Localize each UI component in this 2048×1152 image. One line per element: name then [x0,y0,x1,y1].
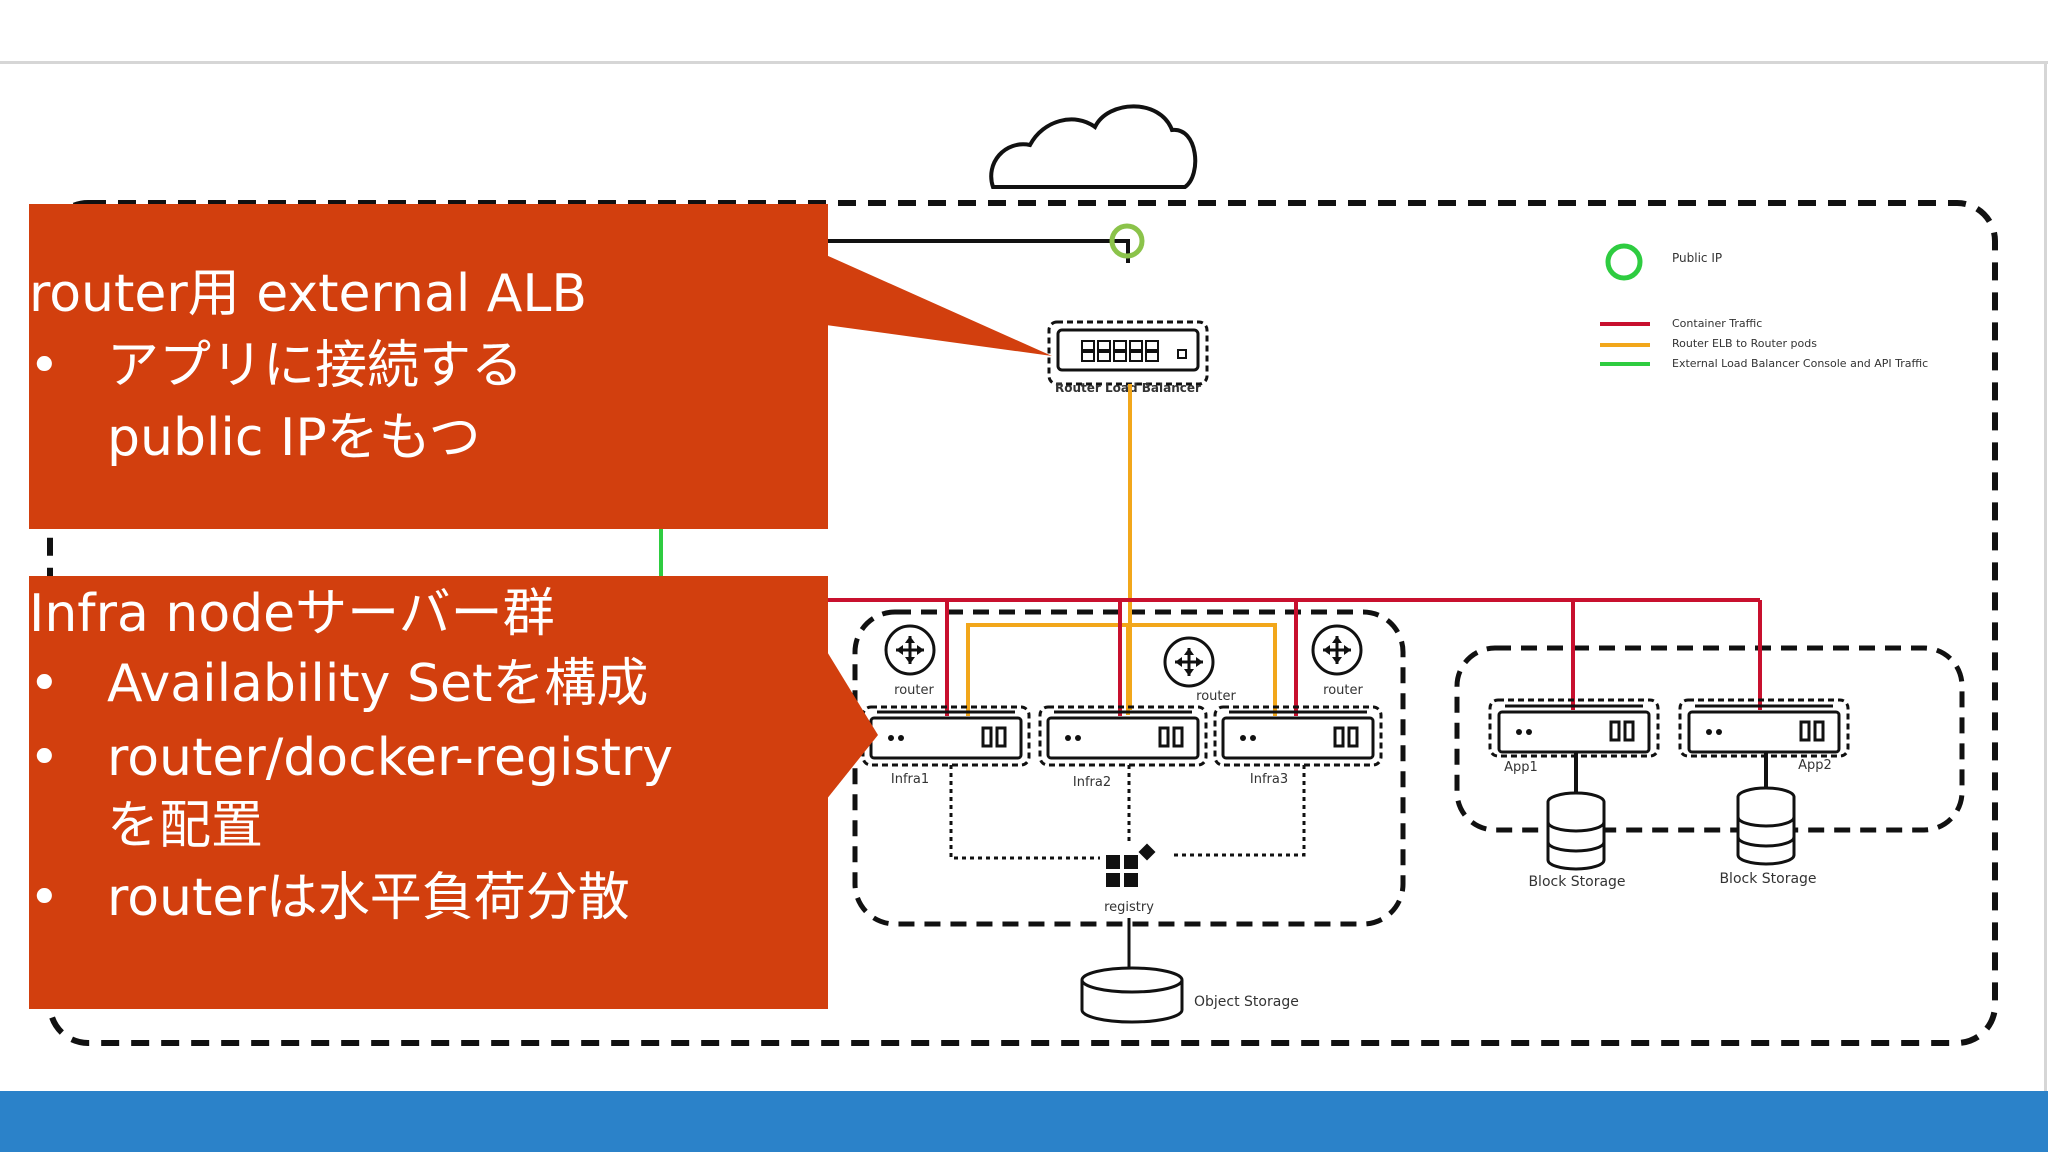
server-icon [1687,704,1841,754]
public-ip-marker [1109,223,1145,259]
infra-callout-title: Infra nodeサーバー群 [29,584,555,644]
registry-label: registry [1104,900,1154,915]
object-storage-icon [1080,966,1184,1024]
infra-callout-item: を配置 [107,796,264,856]
legend-public-ip: Public IP [1672,251,1722,265]
bullet: • [29,654,60,714]
bullet: • [29,728,60,788]
bullet: • [29,868,60,928]
app2-label: App2 [1798,758,1832,773]
router-icon [884,624,936,676]
infra3-label: Infra3 [1250,772,1288,787]
legend-item: Router ELB to Router pods [1672,337,1817,350]
bullet: • [29,336,60,396]
top-rule [0,61,2048,64]
footer-bar [0,1091,2048,1152]
app-boundary [1454,645,1965,833]
router-icon [1163,636,1215,688]
block-storage-icon [1546,791,1606,871]
object-storage-label: Object Storage [1194,994,1299,1010]
block-storage-icon [1736,786,1796,866]
registry-icon [1106,843,1156,887]
app1-label: App1 [1504,760,1538,775]
alb-callout: router用 external ALB • アプリに接続する public I… [29,204,828,529]
alb-callout-item: アプリに接続する [107,336,524,396]
router-label: router [1196,689,1236,704]
server-icon [869,710,1023,760]
legend-item: External Load Balancer Console and API T… [1672,357,1928,370]
infra-callout: Infra nodeサーバー群 • Availability Setを構成 • … [29,576,828,1009]
server-icon [1497,704,1651,754]
router-icon [1311,624,1363,676]
legend-item: Container Traffic [1672,317,1762,330]
block-storage-label: Block Storage [1528,874,1625,890]
router-label: router [894,683,934,698]
infra-callout-item: routerは水平負荷分散 [107,868,630,928]
infra-callout-pointer [826,650,878,800]
infra-callout-item: router/docker-registry [107,728,674,788]
outer-boundary [47,200,1998,1046]
alb-callout-item: public IPをもつ [107,408,481,468]
block-storage-label: Block Storage [1719,871,1816,887]
cloud-icon [989,104,1198,189]
infra-callout-item: Availability Setを構成 [107,654,649,714]
server-icon [1046,710,1200,760]
legend-public-ip-icon [1605,243,1643,281]
infra2-label: Infra2 [1073,775,1111,790]
infra1-label: Infra1 [891,772,929,787]
server-icon [1221,710,1375,760]
alb-callout-pointer [826,255,1052,356]
right-rule [2044,61,2047,1091]
alb-callout-title: router用 external ALB [29,264,588,324]
router-label: router [1323,683,1363,698]
router-load-balancer-icon [1056,328,1200,372]
